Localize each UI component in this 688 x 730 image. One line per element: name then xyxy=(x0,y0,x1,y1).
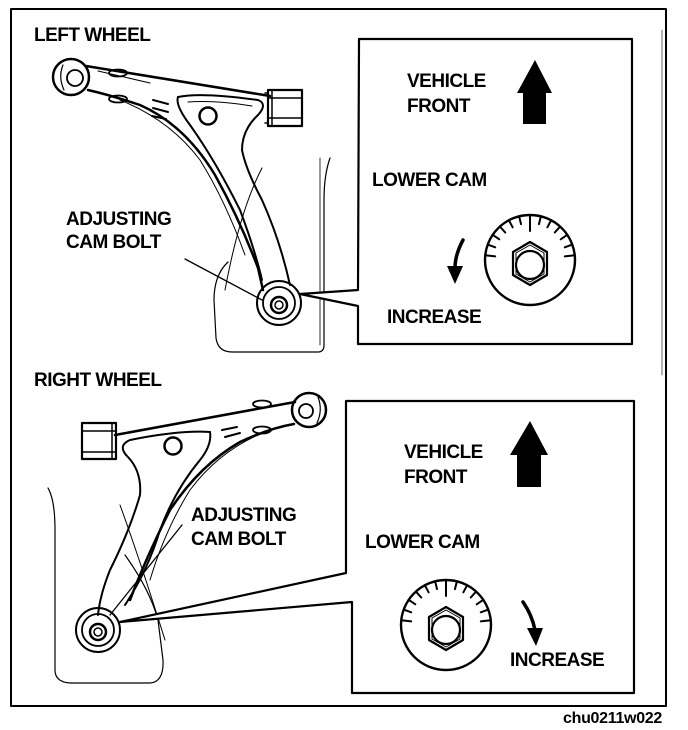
dial-tick xyxy=(479,619,492,623)
dial-tick xyxy=(400,619,413,623)
dial-tick xyxy=(453,580,458,591)
left-lower-cam-label: LOWER CAM xyxy=(372,170,487,191)
right-lower-cam-dial xyxy=(399,578,493,672)
right-increase-arrow-icon xyxy=(521,600,537,632)
left-callout-line-2: CAM BOLT xyxy=(66,232,161,253)
left-direction-line-2: FRONT xyxy=(407,96,470,117)
dial-tick xyxy=(537,215,542,226)
right-direction-line-1: VEHICLE xyxy=(404,442,483,463)
left-increase-label: INCREASE xyxy=(387,307,482,328)
right-detail-box xyxy=(118,399,636,695)
dial-tick xyxy=(553,225,562,234)
dial-tick xyxy=(423,584,430,594)
dial-tick xyxy=(486,243,497,249)
left-lower-control-arm xyxy=(51,57,331,353)
dial-tick xyxy=(462,584,469,594)
dial-tick xyxy=(546,219,553,229)
dial-tick xyxy=(507,219,514,229)
left-vehicle-front-arrow-icon xyxy=(517,60,552,124)
dial-tick xyxy=(491,233,501,241)
dial-tick xyxy=(402,608,413,614)
left-wheel-heading: LEFT WHEEL xyxy=(34,25,151,46)
dial-tick xyxy=(479,608,490,614)
left-direction-line-1: VEHICLE xyxy=(407,71,486,92)
right-increase-label: INCREASE xyxy=(510,650,605,671)
right-callout-line-2: CAM BOLT xyxy=(191,529,286,550)
dial-tick xyxy=(498,225,507,234)
left-callout-leader xyxy=(184,258,263,301)
left-lower-cam-dial xyxy=(483,213,577,307)
right-callout-leader xyxy=(109,524,183,616)
right-lower-cam-label: LOWER CAM xyxy=(365,532,480,553)
outer-frame xyxy=(10,8,667,707)
dial-tick xyxy=(469,590,478,599)
right-vehicle-front-arrow-icon xyxy=(510,421,548,487)
left-increase-arrowhead-icon xyxy=(447,266,463,284)
dial-tick xyxy=(563,243,574,249)
dial-tick xyxy=(414,590,423,599)
dial-tick xyxy=(475,598,485,606)
dial-tick xyxy=(559,233,569,241)
dial-tick xyxy=(518,215,523,226)
left-detail-box xyxy=(298,37,634,346)
right-increase-arrowhead-icon xyxy=(527,628,543,646)
right-wheel-heading: RIGHT WHEEL xyxy=(34,370,162,391)
dial-tick xyxy=(407,598,417,606)
left-callout-line-1: ADJUSTING xyxy=(66,209,172,230)
right-direction-line-2: FRONT xyxy=(404,467,467,488)
right-lower-control-arm xyxy=(47,391,328,684)
dial-tick xyxy=(563,254,576,258)
dial-tick xyxy=(434,580,439,591)
right-callout-line-1: ADJUSTING xyxy=(191,505,297,526)
left-increase-arrow-icon xyxy=(453,238,465,270)
dial-tick xyxy=(484,254,497,258)
figure-id: chu0211w022 xyxy=(563,710,662,727)
